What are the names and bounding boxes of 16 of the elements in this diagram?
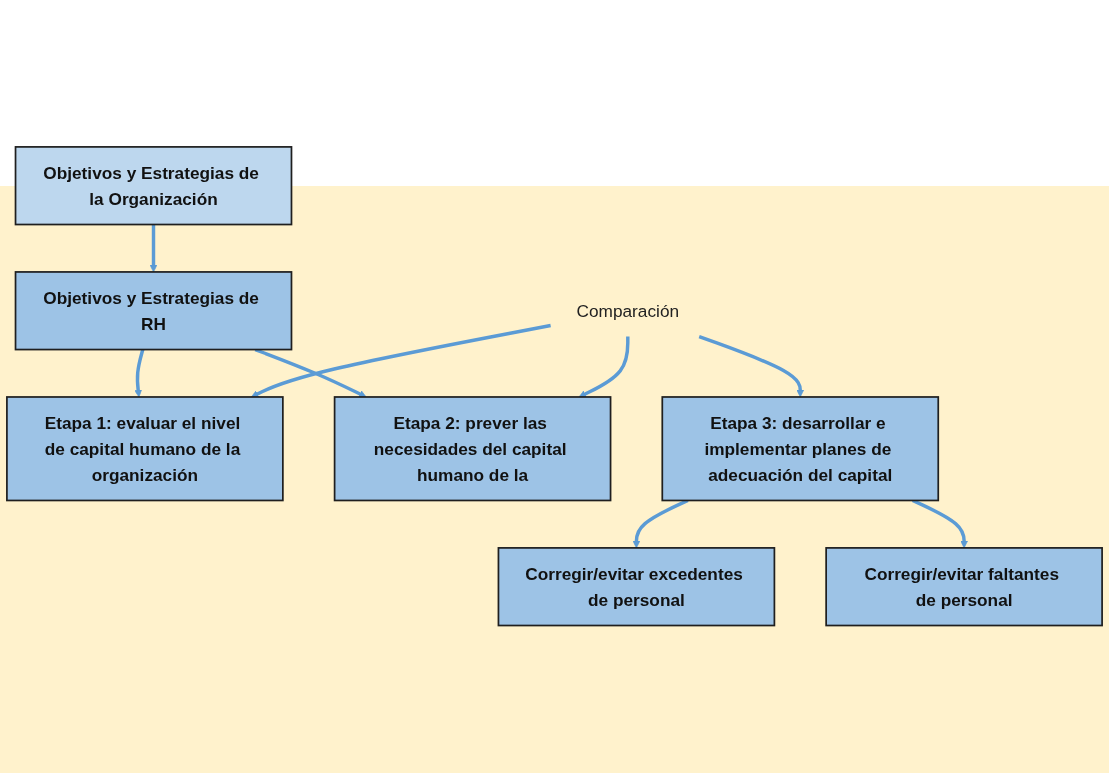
arrow [911,499,968,549]
arrow [149,224,158,273]
node-box: Etapa 2: prever las necesidades del capital humano de la [333,396,612,502]
arrow [578,336,630,398]
arrow [134,349,145,398]
node-box: Corregir/evitar faltantes de personal [825,547,1103,627]
arrow [632,499,689,549]
arrow [254,348,367,398]
node-box: Objetivos y Estrategias de la Organización [14,146,293,226]
arrow [698,335,805,398]
arrow [250,324,551,398]
node-box: Objetivos y Estrategias de RH [14,271,293,351]
node-box: Etapa 1: evaluar el nivel de capital humano de la organización [6,396,284,502]
node-box: Etapa 3: desarrollar e implementar planes de adecuación del capital [661,396,940,502]
node-text: Comparación [576,301,680,321]
node-box: Corregir/evitar excedentes de personal [497,547,776,627]
